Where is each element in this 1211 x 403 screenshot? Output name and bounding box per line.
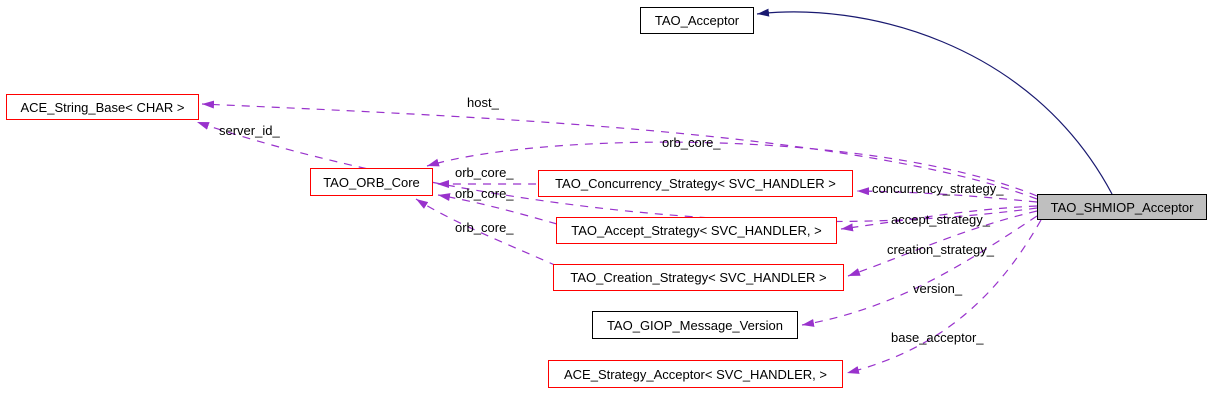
edge-orb-core-shmiop: [426, 141, 1038, 197]
node-tao-giop-message-version[interactable]: TAO_GIOP_Message_Version: [592, 311, 798, 339]
edge-label-base-acceptor: base_acceptor_: [891, 330, 984, 345]
node-ace-string-base[interactable]: ACE_String_Base< CHAR >: [6, 94, 199, 120]
edge-label-orb-core-shmiop: orb_core_: [662, 135, 721, 150]
edge-label-accept-strategy: accept_strategy_: [891, 212, 991, 227]
node-tao-shmiop-acceptor: TAO_SHMIOP_Acceptor: [1037, 194, 1207, 220]
edge-label-orb-core-creation: orb_core_: [455, 220, 514, 235]
edge-orb-core-creation: [415, 198, 558, 267]
edge-orb-core-accept: [437, 193, 558, 225]
node-ace-strategy-acceptor[interactable]: ACE_Strategy_Acceptor< SVC_HANDLER, >: [548, 360, 843, 388]
edge-server-id: [196, 121, 1038, 223]
node-tao-creation-strategy[interactable]: TAO_Creation_Strategy< SVC_HANDLER >: [553, 264, 844, 291]
edge-accept-strategy: [840, 205, 1038, 232]
edge-inheritance-tao-acceptor: [756, 8, 1113, 195]
edge-label-creation-strategy: creation_strategy_: [887, 242, 994, 257]
edge-label-version: version_: [913, 281, 963, 296]
edge-base-acceptor: [846, 219, 1042, 374]
edge-label-orb-core-concurrency: orb_core_: [455, 165, 514, 180]
node-tao-acceptor[interactable]: TAO_Acceptor: [640, 7, 754, 34]
node-tao-concurrency-strategy[interactable]: TAO_Concurrency_Strategy< SVC_HANDLER >: [538, 170, 853, 197]
edge-label-orb-core-accept: orb_core_: [455, 186, 514, 201]
edge-host: [201, 100, 1038, 200]
edge-label-server-id: server_id_: [219, 123, 280, 138]
node-tao-orb-core[interactable]: TAO_ORB_Core: [310, 168, 433, 196]
edge-version: [801, 215, 1038, 327]
edge-label-concurrency-strategy: concurrency_strategy_: [872, 181, 1004, 196]
node-tao-accept-strategy[interactable]: TAO_Accept_Strategy< SVC_HANDLER, >: [556, 217, 837, 244]
edge-concurrency-strategy: [856, 187, 1038, 203]
edge-label-host: host_: [467, 95, 499, 110]
